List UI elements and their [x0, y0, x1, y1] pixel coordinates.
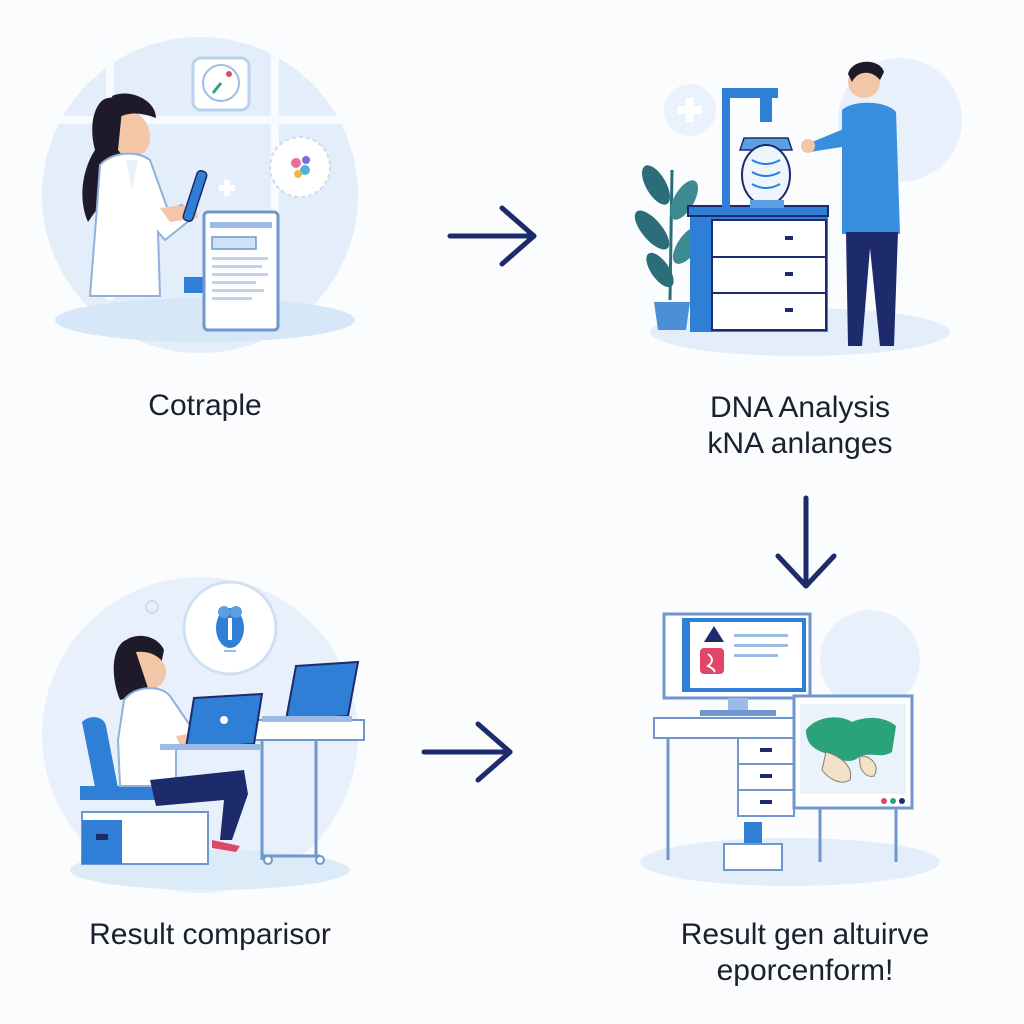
map-display	[792, 694, 914, 862]
woman-at-laptop	[113, 635, 248, 852]
monitor	[662, 612, 812, 716]
step3-caption: Result comparisor	[60, 917, 360, 953]
dna-analyzer	[722, 88, 794, 208]
laptop-back	[262, 660, 360, 722]
step2-caption: DNA Analysis kNA anlanges	[660, 390, 940, 462]
molecule-badge-icon	[269, 136, 331, 198]
plus-icon	[219, 180, 235, 196]
step3-caption-line1: Result comparisor	[89, 918, 331, 951]
window-frame	[60, 40, 345, 300]
plus-badge-icon	[664, 84, 716, 136]
step1-caption-line1: Cotraple	[148, 389, 262, 422]
clock-icon	[191, 56, 251, 112]
step1-caption: Cotraple	[100, 388, 310, 424]
step2-caption-line2: kNA anlanges	[707, 427, 893, 460]
stool	[723, 822, 783, 871]
cabinet	[687, 205, 829, 332]
plant-icon	[634, 165, 704, 330]
storage-box	[81, 811, 209, 865]
laptop-front	[160, 692, 264, 750]
step4-caption-line2: eporcenform!	[716, 954, 894, 987]
desk	[251, 719, 365, 865]
step4-caption: Result gen altuirve eporcenform!	[640, 917, 970, 989]
step4-caption-line1: Result gen altuirve	[680, 918, 930, 951]
scientist-man	[801, 61, 900, 346]
step2-caption-line1: DNA Analysis	[709, 391, 891, 424]
tablet-document	[202, 210, 280, 332]
dna-badge-icon	[182, 580, 278, 676]
workstation-desk	[653, 717, 855, 860]
